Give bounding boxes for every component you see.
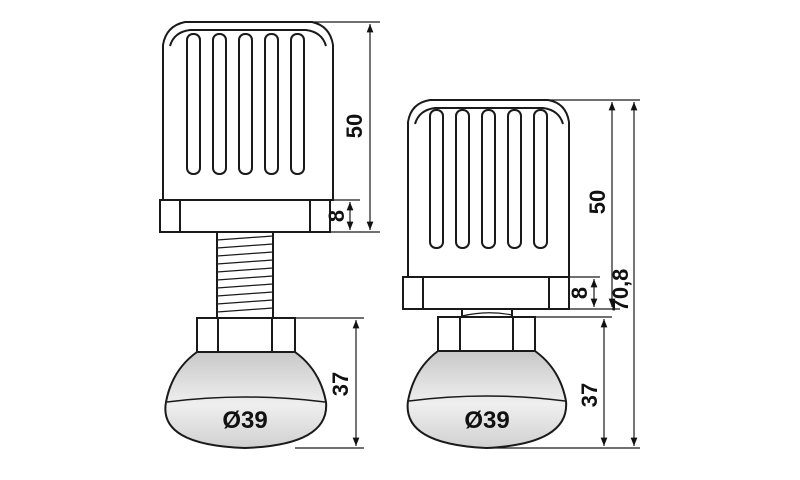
- right-hex-nut: [437, 316, 536, 352]
- left-dim-8: 8: [324, 210, 349, 222]
- left-dome-foot: [164, 351, 328, 450]
- right-dim-8: 8: [567, 287, 592, 299]
- left-dim-50: 50: [342, 114, 367, 138]
- right-leveling-foot: [402, 99, 570, 450]
- right-cap-ribs: [429, 109, 548, 249]
- left-cap-ribs: [186, 33, 305, 175]
- right-diameter-label: Ø39: [464, 407, 509, 434]
- right-dim-70-8: 70,8: [608, 269, 633, 312]
- left-diameter-label: Ø39: [222, 407, 267, 434]
- right-cap-rim: [414, 107, 564, 125]
- left-collar: [159, 199, 331, 233]
- left-hex-nut: [196, 317, 296, 353]
- left-leveling-foot: [159, 21, 334, 450]
- right-dimensions: [486, 99, 640, 449]
- left-dimensions: [295, 21, 380, 449]
- left-cap-rim: [169, 29, 327, 47]
- right-dim-50: 50: [585, 190, 610, 214]
- right-collar: [402, 276, 570, 310]
- right-dim-37: 37: [577, 383, 602, 407]
- left-dim-37: 37: [328, 372, 353, 396]
- left-thread-lines: [216, 235, 274, 313]
